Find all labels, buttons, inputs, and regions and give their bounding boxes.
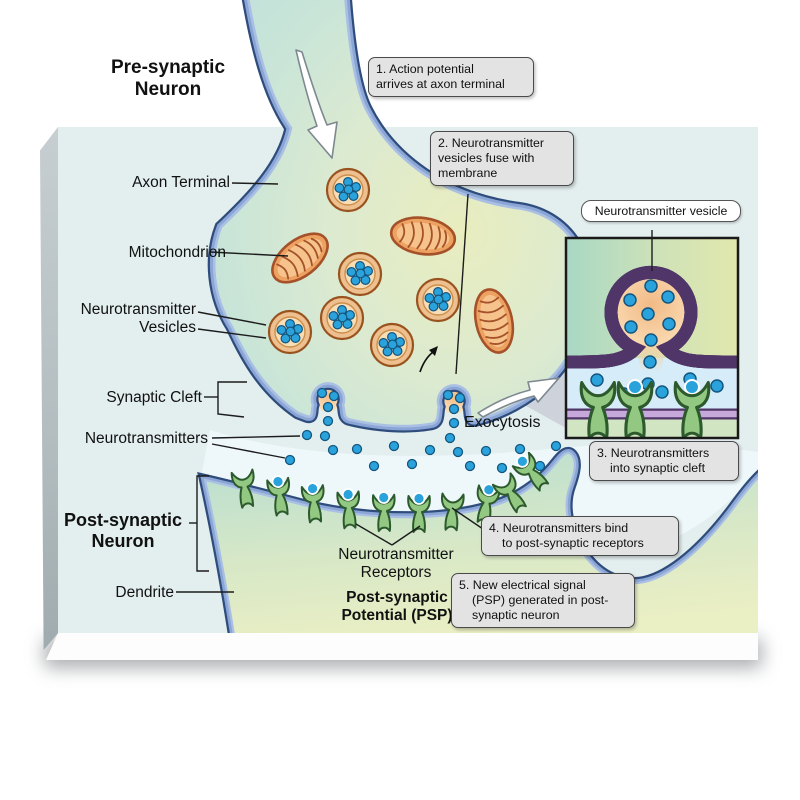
label-neurotransmitters: Neurotransmitters xyxy=(84,430,208,447)
neurotransmitter-dot xyxy=(301,429,313,441)
callout-5-new-signal: 5. New electrical signal(PSP) generated … xyxy=(451,573,635,628)
inset-neurotransmitter-dot xyxy=(644,279,658,293)
inset-neurotransmitter-dot xyxy=(655,385,669,399)
neurotransmitter-vesicle xyxy=(415,277,461,323)
neurotransmitter-dot xyxy=(496,462,508,474)
inset-neurotransmitter-dot xyxy=(641,307,655,321)
neurotransmitter-dot xyxy=(322,415,334,427)
neurotransmitter-vesicle xyxy=(337,251,383,297)
neurotransmitter-dot xyxy=(448,403,460,415)
label-post-synaptic-potential: Post-synaptic Potential (PSP) xyxy=(341,589,453,624)
neurotransmitter-dot xyxy=(454,392,466,404)
neurotransmitter-dot xyxy=(406,458,418,470)
inset-bound-neurotransmitter-dot xyxy=(627,379,643,395)
inset-neurotransmitter-dot xyxy=(590,373,604,387)
bound-neurotransmitter-dot xyxy=(270,474,286,489)
inset-bound-neurotransmitter-dot xyxy=(684,379,700,395)
neurotransmitter-dot xyxy=(328,390,340,402)
label-neurotransmitter-receptors: Neurotransmitter Receptors xyxy=(338,546,454,581)
neurotransmitter-dot xyxy=(444,432,456,444)
label-post-synaptic-neuron: Post-synaptic Neuron xyxy=(63,510,183,551)
fusion-arrow-icon xyxy=(419,351,434,373)
neurotransmitter-dot xyxy=(550,440,562,452)
inset-neurotransmitter-dot xyxy=(661,290,675,304)
neurotransmitter-dot xyxy=(327,444,339,456)
neurotransmitter-vesicle xyxy=(267,309,313,355)
fusion-arrow-head xyxy=(429,346,438,356)
inset-magnified-view xyxy=(564,236,740,440)
neurotransmitter-vesicle xyxy=(319,295,365,341)
neurotransmitter-dot xyxy=(514,443,526,455)
neurotransmitter-dots xyxy=(284,387,562,474)
label-neurotransmitter-vesicles: Neurotransmitter Vesicles xyxy=(80,301,196,336)
neurotransmitter-dot xyxy=(316,387,328,399)
neurotransmitter-dot xyxy=(424,444,436,456)
label-axon-terminal: Axon Terminal xyxy=(132,174,230,191)
neurotransmitter-dot xyxy=(284,454,296,466)
neurotransmitter-vesicle xyxy=(369,322,415,368)
inset-neurotransmitter-dot xyxy=(623,293,637,307)
neurotransmitter-dot xyxy=(480,445,492,457)
pre-synaptic-neuron-title: Pre-synaptic Neuron xyxy=(110,57,226,101)
neurotransmitter-dot xyxy=(351,443,363,455)
bound-neurotransmitter-dot xyxy=(412,492,426,505)
exocytosis-arrow-icon xyxy=(477,377,560,418)
label-dendrite: Dendrite xyxy=(115,584,174,601)
inset-neurotransmitter-dot xyxy=(662,317,676,331)
bound-neurotransmitter-dot xyxy=(341,487,355,502)
neurotransmitter-dot xyxy=(388,440,400,452)
label-synaptic-cleft: Synaptic Cleft xyxy=(106,389,202,406)
neurotransmitter-dot xyxy=(452,446,464,458)
inset-neurotransmitter-dot xyxy=(710,379,724,393)
neurotransmitter-dot xyxy=(319,430,331,442)
bound-neurotransmitter-dot xyxy=(377,491,391,504)
neurotransmitter-dot xyxy=(534,460,546,472)
neurotransmitter-dot xyxy=(442,389,454,401)
label-exocytosis: Exocytosis xyxy=(464,414,541,431)
inset-neurotransmitter-dot xyxy=(643,355,657,369)
neurotransmitter-dot xyxy=(448,417,460,429)
inset-neurotransmitter-dot xyxy=(644,333,658,347)
action-potential-arrow-icon xyxy=(295,49,338,159)
neurotransmitter-dot xyxy=(322,401,334,413)
neurotransmitter-dot xyxy=(368,460,380,472)
inset-vesicle-label: Neurotransmitter vesicle xyxy=(581,200,741,222)
neurotransmitter-vesicle xyxy=(325,167,371,213)
canvas-bottom-edge xyxy=(46,633,758,660)
bound-neurotransmitter-dot xyxy=(305,481,320,496)
neurotransmitter-dot xyxy=(464,460,476,472)
leader-lines xyxy=(176,182,653,593)
inset-neurotransmitter-dot xyxy=(624,320,638,334)
canvas-left-edge xyxy=(40,127,58,650)
label-mitochondrion: Mitochondrion xyxy=(128,244,226,261)
